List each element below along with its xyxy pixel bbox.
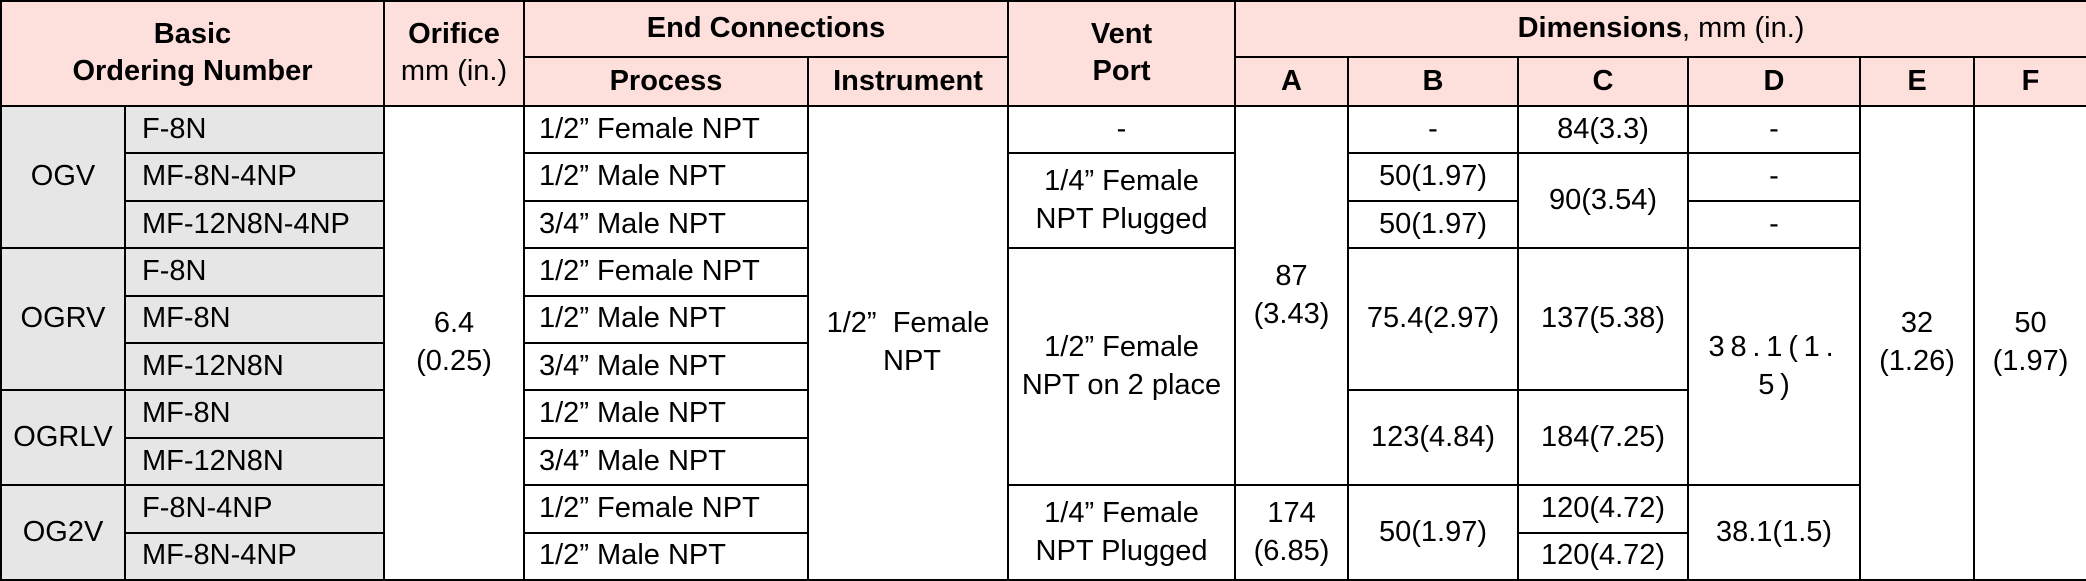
dim-c-cell: 84(3.3) (1517, 104, 1690, 155)
dim-d-cell: - (1687, 152, 1862, 202)
model-cell: MF-8N (124, 389, 385, 439)
process-cell: 1/2” Female NPT (523, 104, 809, 155)
series-ogrlv: OGRLV (0, 389, 126, 487)
dim-b-cell: 50(1.97) (1347, 484, 1520, 581)
vent-cell: 1/2” Female NPT on 2 place (1007, 247, 1237, 487)
dim-c-cell: 120(4.72) (1517, 531, 1690, 581)
model-cell: F-8N (124, 104, 385, 155)
dim-f-value: 50 (1.97) (1973, 104, 2086, 581)
header-vent-port: Vent Port (1007, 0, 1237, 107)
dim-a-og2v: 174 (6.85) (1234, 484, 1350, 581)
header-end-connections: End Connections (522, 0, 1010, 59)
dim-d-cell: 38.1(1.5) (1687, 484, 1862, 581)
process-cell: 1/2” Male NPT (523, 531, 809, 581)
dim-c-cell: 137(5.38) (1517, 247, 1690, 392)
dim-d-cell: 3 8 . 1 ( 1 . 5 ) (1687, 247, 1862, 487)
dim-e-value: 32 (1.26) (1859, 104, 1976, 581)
series-og2v: OG2V (0, 484, 126, 581)
dim-b-cell: 50(1.97) (1347, 199, 1520, 250)
table-row: OG2V F-8N-4NP 1/2” Female NPT 1/4” Femal… (0, 484, 2086, 581)
dim-c-cell: 120(4.72) (1517, 484, 1690, 534)
table-row: MF-12N8N 3/4” Male NPT (1, 436, 2086, 487)
dim-c-cell: 90(3.54) (1517, 152, 1690, 250)
process-cell: 3/4” Male NPT (523, 436, 809, 487)
table-row: MF-8N-4NP 1/2” Male NPT 1/4” Female NPT … (1, 152, 2086, 250)
model-cell: F-8N (124, 247, 385, 297)
model-cell: MF-8N (124, 294, 385, 344)
dim-d-cell: - (1687, 199, 1862, 250)
dim-b-cell: - (1347, 104, 1520, 155)
model-cell: MF-8N-4NP (124, 152, 385, 202)
model-cell: MF-12N8N-4NP (124, 199, 385, 250)
header-instrument: Instrument (806, 56, 1010, 107)
process-cell: 1/2” Female NPT (523, 484, 809, 534)
model-cell: MF-12N8N (124, 436, 385, 487)
dim-c-cell: 184(7.25) (1517, 389, 1690, 487)
model-cell: F-8N-4NP (124, 484, 385, 534)
vent-cell: 1/4” Female NPT Plugged (1007, 152, 1237, 250)
orifice-value: 6.4 (0.25) (383, 104, 525, 581)
table-row: MF-8N-4NP 1/2” Male NPT 120(4.72) (1, 531, 2086, 581)
header-dimensions: Dimensions, mm (in.) (1234, 0, 2086, 59)
dim-b-cell: 75.4(2.97) (1347, 247, 1520, 392)
header-basic-ordering-number: Basic Ordering Number (0, 0, 385, 107)
model-cell: MF-8N-4NP (124, 531, 385, 581)
dim-d-cell: - (1687, 104, 1862, 155)
process-cell: 3/4” Male NPT (523, 199, 809, 250)
table-row: MF-8N 1/2” Male NPT (1, 294, 2086, 344)
header-dim-d: D (1687, 56, 1862, 107)
process-cell: 1/2” Female NPT (523, 247, 809, 297)
table-row: OGRV F-8N 1/2” Female NPT 1/2” Female NP… (0, 247, 2086, 487)
table-row: OGV F-8N 6.4 (0.25) 1/2” Female NPT 1/2”… (0, 104, 2086, 581)
header-dim-b: B (1347, 56, 1520, 107)
series-ogrv: OGRV (0, 247, 126, 392)
header-dim-f: F (1973, 56, 2086, 107)
header-dim-e: E (1859, 56, 1976, 107)
table-row: MF-12N8N 3/4” Male NPT (1, 341, 2086, 392)
table-row: MF-12N8N-4NP 3/4” Male NPT 50(1.97) - (1, 199, 2086, 250)
process-cell: 3/4” Male NPT (523, 341, 809, 392)
series-ogv: OGV (0, 104, 126, 250)
dim-b-cell: 123(4.84) (1347, 389, 1520, 487)
process-cell: 1/2” Male NPT (523, 152, 809, 202)
process-cell: 1/2” Male NPT (523, 294, 809, 344)
vent-cell: 1/4” Female NPT Plugged (1007, 484, 1237, 581)
model-cell: MF-12N8N (124, 341, 385, 392)
table-row: OGRLV MF-8N 1/2” Male NPT 123(4.84) 184(… (0, 389, 2086, 487)
process-cell: 1/2” Male NPT (523, 389, 809, 439)
dim-a-main: 87 (3.43) (1234, 104, 1350, 487)
vent-cell: - (1007, 104, 1237, 155)
instrument-value: 1/2” Female NPT (806, 104, 1010, 581)
header-process: Process (523, 56, 809, 107)
header-dim-a: A (1234, 56, 1350, 107)
dim-b-cell: 50(1.97) (1347, 152, 1520, 202)
header-dim-c: C (1517, 56, 1690, 107)
